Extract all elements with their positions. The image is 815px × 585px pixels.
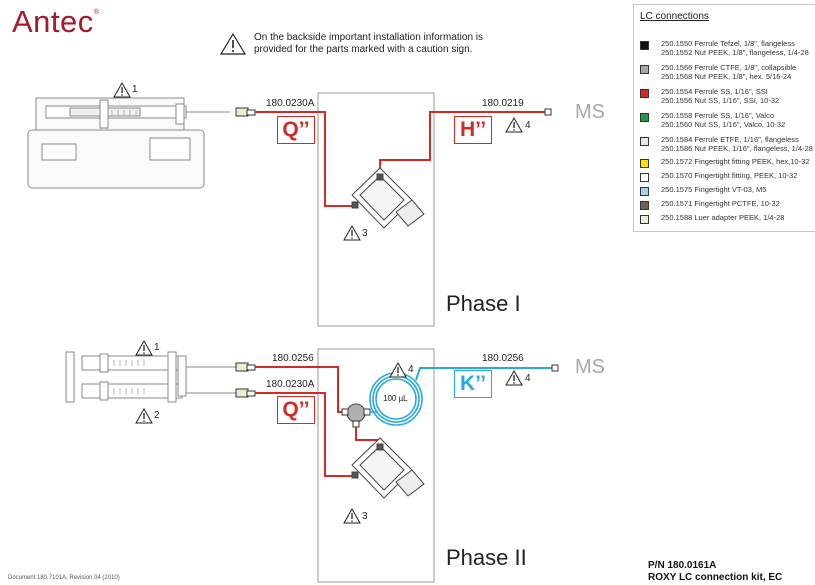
notice-caution-icon: [219, 32, 247, 55]
legend-item: 250.1588 Luer adapter PEEK, 1/4-28: [640, 213, 784, 224]
legend-item: 250.1572 Fingertight fitting PEEK, hex,1…: [640, 157, 809, 168]
legend-swatch: [640, 65, 649, 74]
product-name: ROXY LC connection kit, EC: [648, 572, 783, 583]
legend-item: 250.1558 Ferrule SS, 1/16", Valco 250.15…: [640, 111, 785, 129]
phase1-inlet-tag: Q’’: [277, 116, 315, 144]
syringe-scale-phase2: [113, 360, 145, 394]
legend-swatch: [640, 137, 649, 146]
phase2-outlet-tag: K’’: [454, 370, 492, 398]
syringe-pump-phase1: [27, 97, 230, 189]
product-info: P/N 180.0161A ROXY LC connection kit, EC: [648, 560, 782, 584]
legend-swatch: [640, 113, 649, 122]
phase1-syringe-caution-number: 1: [132, 84, 138, 95]
syringe-scale-phase1: [111, 110, 137, 116]
phase1-outlet-tube-code: 180.0219: [482, 98, 524, 109]
legend-item: 250.1570 Fingertight fitting, PEEK, 10-3…: [640, 171, 797, 182]
brand-logo: Antec®: [12, 4, 100, 39]
legend-item: 250.1575 Fingertight VT-03, M5: [640, 185, 766, 196]
phase1-outlet-caution-number: 4: [525, 120, 531, 131]
phase2-syringe-upper-caution-number: 1: [154, 342, 160, 353]
outlet-caution-icon-phase2: [505, 370, 523, 386]
legend-swatch: [640, 173, 649, 182]
outlet-caution-icon-phase1: [505, 117, 523, 133]
legend-item: 250.1571 Fingertight PCTFE, 10-32: [640, 199, 780, 210]
phase1-destination: MS: [575, 101, 605, 123]
legend-swatch: [640, 89, 649, 98]
luer-adapter-lower-phase2: [235, 388, 249, 398]
phase2-inlet-tag: Q’’: [277, 396, 315, 424]
legend-swatch: [640, 41, 649, 50]
phase2-loop-caution-number: 4: [408, 364, 414, 375]
phase2-upper-tube-code: 180.0256: [272, 353, 314, 364]
phase2-lower-tube-code: 180.0230A: [266, 379, 315, 390]
phase1-outlet-tag: H’’: [454, 116, 492, 144]
legend-item: 250.1550 Ferrule Tefzel, 1/8", flangeles…: [640, 39, 809, 57]
tee-junction-phase2: [346, 403, 366, 423]
phase2-outlet-tube-code: 180.0256: [482, 353, 524, 364]
legend-item: 250.1584 Ferrule ETFE, 1/16", flangeless…: [640, 135, 813, 153]
phase1-valve-caution-number: 3: [362, 228, 368, 239]
syringe-lower-caution-icon-phase2: [135, 408, 153, 424]
tubing-phase1: [255, 111, 545, 207]
lc-connections-legend: LC connections 250.1550 Ferrule Tefzel, …: [633, 4, 815, 232]
phase2-destination: MS: [575, 356, 605, 378]
legend-swatch: [640, 187, 649, 196]
legend-swatch: [640, 159, 649, 168]
syringe-upper-caution-icon-phase2: [135, 340, 153, 356]
installation-notice: On the backside important installation i…: [254, 32, 483, 56]
legend-swatch: [640, 201, 649, 210]
legend-title: LC connections: [640, 11, 709, 22]
notice-line-2: provided for the parts marked with a cau…: [254, 44, 473, 55]
phase1-inlet-tube-code: 180.0230A: [266, 98, 315, 109]
phase2-loop-volume: 100 µL: [383, 394, 408, 403]
legend-item: 250.1554 Ferrule SS, 1/16", SSI 250.1556…: [640, 87, 779, 105]
luer-adapter-upper-phase2: [235, 362, 249, 372]
luer-adapter-phase1: [235, 107, 249, 117]
phase2-valve-caution-number: 3: [362, 511, 368, 522]
phase2-outlet-caution-number: 4: [525, 373, 531, 384]
legend-swatch: [640, 215, 649, 224]
valve-phase1: [351, 167, 425, 229]
phase2-title: Phase II: [446, 545, 527, 570]
phase2-syringe-lower-caution-number: 2: [154, 410, 160, 421]
document-revision: Document 180.7101A, Revision 04 (2010): [8, 575, 120, 581]
syringe-caution-icon-phase1: [113, 82, 131, 98]
valve-phase2: [351, 437, 425, 499]
syringe-pump-phase2: [65, 351, 236, 403]
part-number: P/N 180.0161A: [648, 560, 717, 571]
notice-line-1: On the backside important installation i…: [254, 32, 484, 43]
phase1-title: Phase I: [446, 291, 521, 316]
legend-item: 250.1566 Ferrule CTFE, 1/8", collapsible…: [640, 63, 796, 81]
